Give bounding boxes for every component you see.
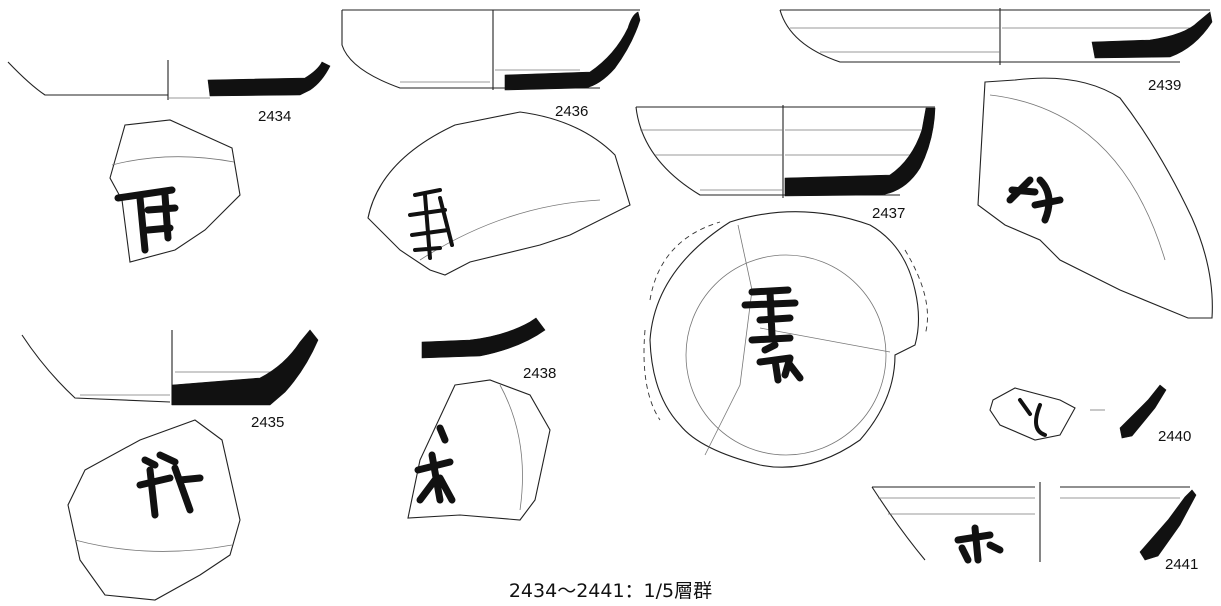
- figure-number-2436: 2436: [555, 103, 589, 120]
- plate-caption: 2434～2441：1/5層群: [508, 580, 713, 602]
- sherd-2440: [989, 387, 1076, 441]
- profile-2435: [21, 329, 319, 406]
- sherd-2435: [67, 419, 241, 601]
- sherd-2436: [367, 111, 631, 276]
- plan-2437: [643, 211, 928, 468]
- profile-2441: [871, 482, 1197, 564]
- figure-number-2441: 2441: [1165, 556, 1199, 573]
- figure-number-2439: 2439: [1148, 77, 1182, 94]
- sherd-2434: [109, 119, 241, 263]
- figure-number-2437: 2437: [872, 205, 906, 222]
- figure-number-2434: 2434: [258, 108, 292, 125]
- figure-number-2438: 2438: [523, 365, 557, 382]
- figure-number-2440: 2440: [1158, 428, 1192, 445]
- profile-2439: [779, 8, 1213, 65]
- figure-number-2435: 2435: [251, 414, 285, 431]
- profile-2437: [635, 105, 936, 198]
- profile-2438: [421, 317, 546, 359]
- profile-2434: [7, 60, 331, 100]
- sherd-2439: [977, 77, 1213, 319]
- profile-2436: [341, 9, 641, 91]
- profile-2440: [1119, 384, 1167, 439]
- sherd-2438: [407, 379, 551, 521]
